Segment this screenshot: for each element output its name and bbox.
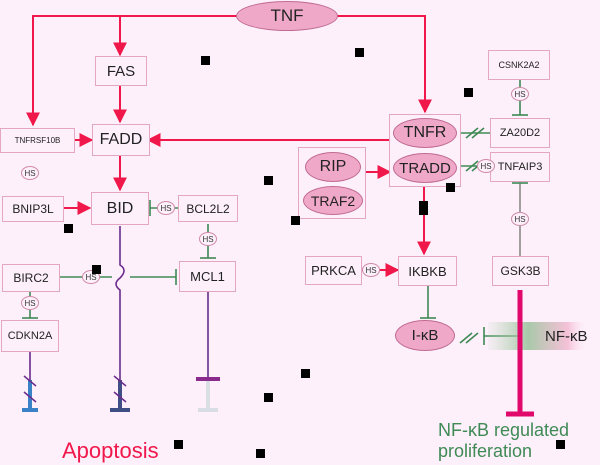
edge-tnf-fas xyxy=(113,15,240,57)
node-traf2[interactable]: TRAF2 xyxy=(303,186,363,215)
node-fas[interactable]: FAS xyxy=(95,56,147,86)
node-fadd[interactable]: FADD xyxy=(92,124,150,156)
node-tnf[interactable]: TNF xyxy=(236,1,338,31)
node-bcl2l2[interactable]: BCL2L2 xyxy=(178,195,238,222)
hs-marker-gsk3b-tnfaip3: HS xyxy=(511,212,529,226)
hs-marker-birc2-cdkn2a: HS xyxy=(21,296,39,310)
node-tnfr[interactable]: TNFR xyxy=(393,118,457,148)
hs-marker-tnfaip3-tradd: HS xyxy=(477,159,495,173)
node-ikb[interactable]: I-κB xyxy=(395,320,455,351)
noise-square xyxy=(464,88,473,97)
node-za20d2[interactable]: ZA20D2 xyxy=(490,118,550,148)
noise-square xyxy=(64,224,73,233)
noise-square xyxy=(419,201,428,215)
edge-tnf-tnfrsf10b xyxy=(26,15,120,127)
hs-marker-csnk2a2-za20d2: HS xyxy=(511,87,529,101)
node-ikbkb[interactable]: IKBKB xyxy=(398,256,457,286)
proliferation-bar xyxy=(506,290,534,417)
noise-square xyxy=(174,440,183,449)
noise-square xyxy=(446,183,455,192)
nfkb-glow xyxy=(488,322,588,350)
node-birc2[interactable]: BIRC2 xyxy=(2,264,60,292)
noise-square xyxy=(256,449,265,458)
hs-marker-prkca-ikbkb: HS xyxy=(362,263,380,277)
node-prkca[interactable]: PRKCA xyxy=(305,256,362,285)
node-cdkn2a[interactable]: CDKN2A xyxy=(1,320,59,352)
receptor-bid xyxy=(110,375,130,412)
noise-square xyxy=(201,56,210,65)
apoptosis-label: Apoptosis xyxy=(62,438,159,463)
proliferation-label-line1: NF-κB regulated xyxy=(438,420,570,440)
hs-marker-bcl2l2-bid: HS xyxy=(157,201,175,215)
node-rip[interactable]: RIP xyxy=(305,152,361,182)
noise-square xyxy=(556,440,565,449)
apoptosis-lines xyxy=(29,226,209,380)
proliferation-label-line2: proliferation xyxy=(438,441,533,461)
noise-square xyxy=(291,216,300,225)
node-csnk2a2[interactable]: CSNK2A2 xyxy=(488,50,550,80)
noise-square xyxy=(355,48,364,57)
node-bnip3l[interactable]: BNIP3L xyxy=(2,196,64,222)
noise-square xyxy=(264,393,273,402)
line-bid xyxy=(115,226,125,380)
receptor-mcl1 xyxy=(196,377,220,412)
receptor-cdkn2a xyxy=(22,375,38,412)
hs-marker-bcl2l2-mcl1: HS xyxy=(199,232,217,246)
node-tnfaip3[interactable]: TNFAIP3 xyxy=(490,152,550,182)
noise-square xyxy=(301,369,310,378)
node-tradd[interactable]: TRADD xyxy=(393,153,457,183)
node-mcl1[interactable]: MCL1 xyxy=(179,261,236,292)
node-tnfrsf10b[interactable]: TNFRSF10B xyxy=(0,128,75,153)
noise-square xyxy=(92,265,101,274)
edge-tnf-tnfr xyxy=(337,15,432,114)
node-gsk3b[interactable]: GSK3B xyxy=(492,256,549,286)
hs-marker-tnfrsf10b-bnip3l: HS xyxy=(21,166,39,180)
node-nfkb[interactable]: NF-κB xyxy=(545,327,588,345)
node-bid[interactable]: BID xyxy=(91,192,149,225)
noise-square xyxy=(264,176,273,185)
